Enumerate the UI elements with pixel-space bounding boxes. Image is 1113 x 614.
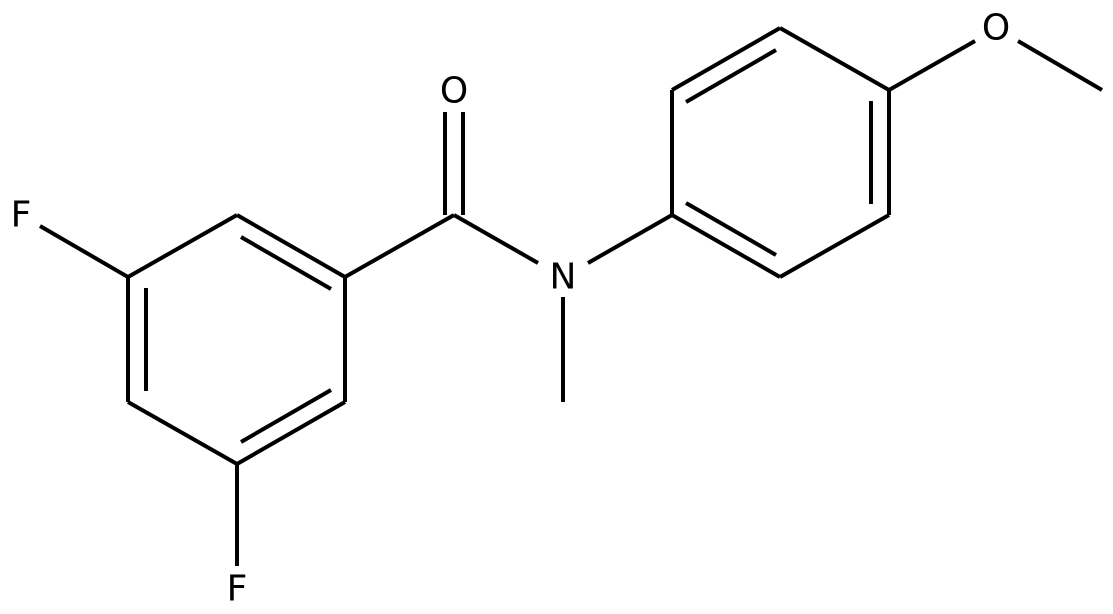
ring-double-bond-inner (684, 201, 778, 257)
ring-bond (671, 213, 781, 279)
ring-to-methoxy-oxygen-bond (888, 39, 976, 92)
ring-bond (779, 213, 890, 279)
fluorine-top-label: F (11, 195, 32, 236)
methoxyphenyl-ring (670, 26, 891, 279)
ring-bond (127, 400, 238, 466)
ring-bond (671, 26, 781, 92)
amide-nitrogen-label: N (550, 257, 577, 298)
ring-to-carbonyl-bond (344, 213, 455, 279)
ring-double-bond-inner (239, 235, 333, 291)
ring-double-bond-inner (684, 48, 778, 104)
ring-bond (779, 26, 890, 92)
ring-bond (236, 400, 346, 466)
carbonyl-to-nitrogen-bond (453, 213, 539, 265)
methoxy-methyl-bond (1016, 39, 1104, 92)
ring-bond (236, 213, 346, 279)
carbonyl-oxygen-label: O (440, 71, 468, 112)
methoxy-oxygen-label: O (982, 8, 1010, 49)
fluorine-top-bond (38, 224, 130, 279)
ring-double-bond-inner (239, 388, 333, 444)
nitrogen-to-aryl-bond (587, 213, 673, 265)
fluorine-bottom-label: F (227, 569, 248, 610)
difluorophenyl-ring (126, 213, 347, 466)
ring-bond (127, 213, 238, 279)
